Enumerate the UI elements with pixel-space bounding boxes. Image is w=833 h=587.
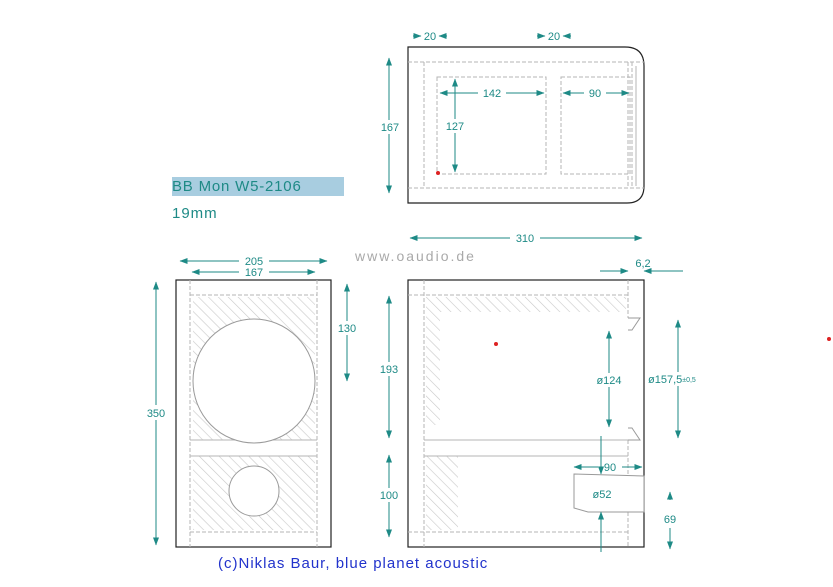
port-cutout <box>228 465 280 517</box>
top-view: 20 20 167 142 90 127 310 <box>381 31 645 245</box>
side-view: 6,2 193 100 ø124 ø157,5±0,5 90 ø52 69 <box>376 258 831 552</box>
front-upper-hatch <box>193 297 316 443</box>
dim-flange-tolerance: ±0,5 <box>682 377 696 384</box>
side-view-outline <box>407 279 645 548</box>
drawing-title: BB Mon W5-2106 <box>172 178 302 195</box>
dim-lower-height: 100 <box>380 490 398 502</box>
marker-dot-side <box>494 342 498 346</box>
credit-label: (c)Niklas Baur, blue planet acoustic <box>218 555 489 572</box>
dim-recess: 6,2 <box>635 258 650 270</box>
woofer-cutout <box>192 318 316 444</box>
dim-chamber-b: 90 <box>589 88 601 100</box>
side-view-hidden-lines <box>408 280 629 547</box>
dim-flange: ø157,5±0,5 <box>648 374 696 386</box>
dim-wall-mid: 20 <box>548 31 560 43</box>
front-view-outline <box>175 279 332 548</box>
website-label: www.oaudio.de <box>355 248 476 264</box>
dim-port-diameter: ø52 <box>593 489 612 501</box>
dim-port-length: 90 <box>604 462 616 474</box>
port-tube <box>573 473 645 513</box>
dim-upper-height: 193 <box>380 364 398 376</box>
top-view-hidden-lines <box>408 61 644 189</box>
top-view-outline <box>407 46 645 204</box>
dim-driver-cutout: ø124 <box>596 375 621 387</box>
dim-port-height: 69 <box>664 514 676 526</box>
dim-height: 350 <box>147 408 165 420</box>
dim-depth: 167 <box>381 122 399 134</box>
wall-thickness-label: 19mm <box>172 205 218 222</box>
dim-inner-width: 167 <box>245 267 263 279</box>
marker-dot <box>436 171 440 175</box>
dim-flange-value: ø157,5 <box>648 374 682 386</box>
dim-upper-offset: 130 <box>338 323 356 335</box>
dim-wall-left: 20 <box>424 31 436 43</box>
dim-chamber-depth: 127 <box>446 121 464 133</box>
marker-dot-right <box>827 337 831 341</box>
front-view-hidden-lines <box>189 280 318 547</box>
title-highlight <box>172 177 344 196</box>
dim-width: 310 <box>516 233 534 245</box>
recess-notch-bottom <box>628 427 641 441</box>
recess-notch-top <box>628 317 641 331</box>
dim-chamber-a: 142 <box>483 88 501 100</box>
front-lower-hatch <box>193 456 315 530</box>
side-lower-hatch <box>426 456 458 530</box>
front-view: 205 167 350 130 <box>142 254 360 548</box>
side-upper-hatch <box>426 297 626 425</box>
